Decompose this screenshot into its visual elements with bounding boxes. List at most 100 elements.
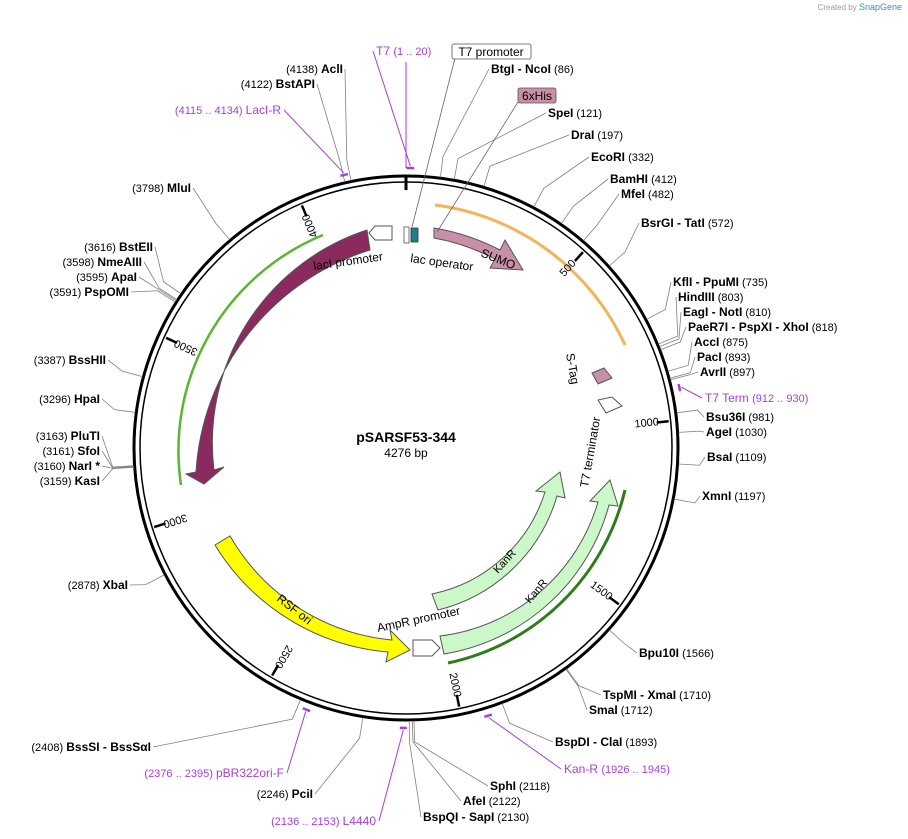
site-label: SmaI (1712) [589,703,653,717]
primer-mark [340,172,349,178]
site-position: (2246) [257,789,292,801]
site-label: Bsu36I (981) [706,410,774,424]
tick-mark [656,420,669,424]
site-leader [659,311,682,347]
site-label: (3591) PspOMI [49,285,129,299]
site-label: (3159) KasI [40,474,100,488]
feature-laci-arrow [184,229,371,485]
site-position: (121) [573,108,602,120]
feature-t7-terminator [597,396,623,414]
site-name: AvrII [700,365,726,379]
site-position: (1893) [622,737,657,749]
site-name: BsaI [707,450,732,464]
tick-mark [608,596,620,606]
site-leader [154,246,182,294]
t7-promoter-tag [451,43,532,60]
site-label: BspQI - SapI (2130) [423,810,529,824]
site-label: (3595) ApaI [76,270,137,284]
site-label: BsrGI - TatI (572) [641,216,734,230]
site-leader [566,668,602,696]
primer-range: (1926 .. 1945) [601,764,670,776]
site-label: (2408) BssSI - BssSαI [31,740,151,754]
primer-mark [677,383,682,392]
feature-rsf-ori-arrow [214,535,411,663]
site-leader [412,720,462,802]
tick-label: 1000 [634,416,660,430]
site-name: SpeI [548,106,573,120]
site-position: (893) [722,352,751,364]
site-label: (3798) MluI [132,181,191,195]
site-name: BtgI - NcoI [491,62,551,76]
feature-lac-operator-label: lac operator [410,251,475,274]
primer-range: (2136 .. 2153) [271,816,343,828]
site-position: (803) [715,292,744,304]
site-position: (1712) [618,705,653,717]
tick-mark [165,336,178,344]
site-name: XbaI [103,578,128,592]
site-name: Bsu36I [706,410,745,424]
credit-prefix: Created by [817,3,857,12]
site-name: PaeR7I - PspXI - XhoI [688,320,809,334]
site-position: (2122) [486,796,521,808]
feature-kanr-arrow-2 [439,479,619,655]
site-position: (3595) [76,272,111,284]
site-label: (2878) XbaI [68,578,128,592]
site-label: (3163) PluTI [36,429,100,443]
primer-annotations: T7 (1 .. 20)(4115 .. 4134) LacI-RT7 Term… [144,44,808,828]
site-position: (197) [594,130,623,142]
site-position: (3159) [40,476,75,488]
site-name: DraI [571,128,594,142]
site-leader [408,720,422,818]
site-name: AfeI [463,794,486,808]
site-name: AclI [321,62,343,76]
site-leader [143,261,178,300]
site-leader [676,409,705,418]
primer-leader [372,50,411,167]
site-leader [130,290,176,303]
site-position: (2130) [494,812,529,824]
site-leader [101,398,136,413]
site-position: (1030) [732,427,767,439]
site-name: PspOMI [84,285,129,299]
t7-promoter-tag-label: T7 promoter [458,45,523,59]
site-leader [101,435,134,468]
site-label: AvrII (897) [700,365,755,379]
site-leader [583,193,620,241]
6xhis-leader [436,101,519,233]
primer-label: T7 (1 .. 20) [376,44,431,58]
site-name: TspMI - XmaI [603,688,676,702]
site-leader [483,134,570,187]
t7-promoter-leader [411,57,456,228]
tick-mark [455,694,461,707]
primer-leader [286,711,307,774]
site-label: (3161) SfoI [42,444,100,458]
primer-name: L4440 [343,814,377,828]
site-name: NmeAIII [97,255,142,269]
site-name: XmnI [702,489,731,503]
tick-label: 2500 [272,643,295,670]
site-leader [678,430,705,433]
site-label: PacI (893) [697,350,750,364]
primer-range: (2376 .. 2395) [144,768,216,780]
plasmid-length: 4276 bp [384,446,428,460]
site-position: (2878) [68,580,103,592]
site-leader [107,359,143,378]
site-name: BssHII [69,353,106,367]
tick-mark [153,522,166,529]
site-position: (3387) [34,355,69,367]
site-leader [609,629,638,654]
site-name: SfoI [77,444,100,458]
site-position: (4138) [286,64,321,76]
site-name: Bpu10I [639,646,679,660]
site-leader [660,326,687,350]
site-name: SphI [490,779,516,793]
site-leader [658,296,679,345]
site-position: (810) [742,307,771,319]
site-label: BspDI - ClaI (1893) [555,735,657,749]
site-label: XmnI (1197) [702,489,765,503]
site-name: KasI [75,474,100,488]
primer-leader [681,386,703,399]
site-position: (3161) [42,446,77,458]
site-label: EagI - NotI (810) [683,305,771,319]
